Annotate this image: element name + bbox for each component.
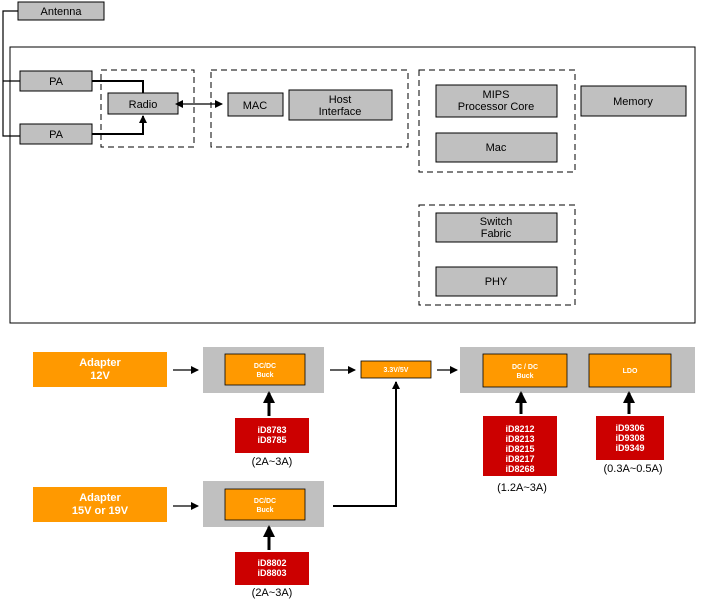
switch-fabric-block — [435, 212, 558, 243]
rail-label: 3.3V/5V — [384, 367, 409, 374]
pa-bottom-label: PA — [49, 129, 64, 141]
dcdc-buck-2-label-1: DC/DC — [254, 498, 276, 505]
mips-core-label-2: Processor Core — [458, 101, 534, 113]
parts-buck-1-item-1: iD8783 — [257, 425, 286, 435]
parts-buck-1-block — [235, 418, 309, 453]
adapter-12v-label-1: Adapter — [79, 357, 121, 369]
current-buck-2: (2A~3A) — [252, 587, 293, 599]
adapter-12v-label-2: 12V — [90, 370, 110, 382]
mac-processor-label: Mac — [486, 142, 507, 154]
rail-block — [360, 360, 432, 379]
parts-buck-3-item-5: iD8268 — [505, 464, 534, 474]
dcdc-buck-2-label-2: Buck — [256, 507, 273, 514]
system-frame — [9, 46, 696, 324]
switch-fabric-label-2: Fabric — [481, 228, 512, 240]
parts-buck-2-item-2: iD8803 — [257, 568, 286, 578]
memory-label: Memory — [613, 96, 653, 108]
dcdc-buck-1-label-1: DC/DC — [254, 363, 276, 370]
dcdc-buck-3-block — [482, 353, 568, 388]
mac-processor-block — [435, 132, 558, 163]
dcdc-buck-3-label-2: Buck — [516, 373, 533, 380]
dcdc-buck-2-block — [224, 488, 306, 521]
mips-core-label-1: MIPS — [483, 89, 510, 101]
parts-buck-2-block — [235, 552, 309, 585]
parts-buck-1-item-2: iD8785 — [257, 435, 286, 445]
adapter-15v-label-2: 15V or 19V — [72, 505, 129, 517]
ldo-block — [588, 353, 672, 388]
pa-top-label: PA — [49, 76, 64, 88]
host-interface-block — [288, 89, 393, 121]
dcdc-buck-3-label-1: DC / DC — [512, 364, 538, 371]
radio-label: Radio — [129, 99, 158, 111]
antenna-label: Antenna — [41, 6, 83, 18]
current-buck-1: (2A~3A) — [252, 456, 293, 468]
parts-ldo-block — [596, 416, 664, 460]
host-interface-label-2: Interface — [319, 106, 362, 118]
ldo-label: LDO — [623, 368, 638, 375]
phy-block — [435, 266, 558, 297]
switch-fabric-label-1: Switch — [480, 216, 512, 228]
host-interface-label-1: Host — [329, 94, 352, 106]
switch-group — [418, 204, 576, 306]
dcdc-buck-1-block — [224, 353, 306, 386]
parts-buck-3-item-4: iD8217 — [505, 454, 534, 464]
parts-ldo-item-2: iD9308 — [615, 433, 644, 443]
mac-host-group — [210, 69, 409, 148]
processor-group — [418, 69, 576, 173]
adapter-15v-block — [33, 487, 167, 522]
adapter-15v-label-1: Adapter — [79, 492, 121, 504]
memory-block — [580, 85, 687, 117]
mac-label: MAC — [243, 100, 268, 112]
phy-label: PHY — [485, 276, 508, 288]
current-ldo: (0.3A~0.5A) — [603, 463, 662, 475]
parts-buck-3-block — [483, 416, 557, 476]
dcdc-buck-1-label-2: Buck — [256, 372, 273, 379]
antenna-wire — [2, 10, 20, 137]
parts-ldo-item-3: iD9349 — [615, 443, 644, 453]
adapter-12v-block — [33, 352, 167, 387]
parts-buck-3-item-3: iD8215 — [505, 444, 534, 454]
mac-block — [227, 92, 284, 117]
parts-buck-2-item-1: iD8802 — [257, 558, 286, 568]
parts-buck-3-item-1: iD8212 — [505, 424, 534, 434]
radio-group — [100, 69, 195, 148]
parts-ldo-item-1: iD9306 — [615, 423, 644, 433]
mips-core-block — [435, 84, 558, 118]
current-buck-3: (1.2A~3A) — [497, 482, 547, 494]
parts-buck-3-item-2: iD8213 — [505, 434, 534, 444]
